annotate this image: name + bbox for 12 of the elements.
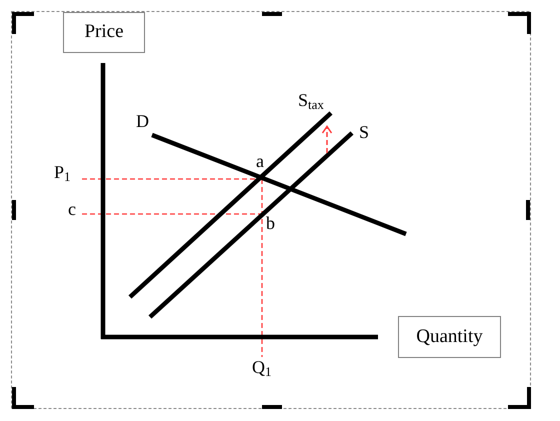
price-label: P$_{1}$ xyxy=(54,163,71,182)
point-label: a xyxy=(256,152,264,171)
axis-label-box xyxy=(398,316,501,358)
axis-title: Quantity xyxy=(416,326,483,348)
axis-label-box xyxy=(63,12,145,53)
point-label: b xyxy=(266,214,275,233)
quantity-label: Q$_{1}$ xyxy=(252,358,272,377)
curve-label: S$_{tax}$ xyxy=(298,91,324,110)
price-label: c xyxy=(68,200,76,219)
axis-title: Price xyxy=(84,22,124,43)
curve-label: S xyxy=(359,123,370,142)
curve-label: D xyxy=(136,112,149,131)
